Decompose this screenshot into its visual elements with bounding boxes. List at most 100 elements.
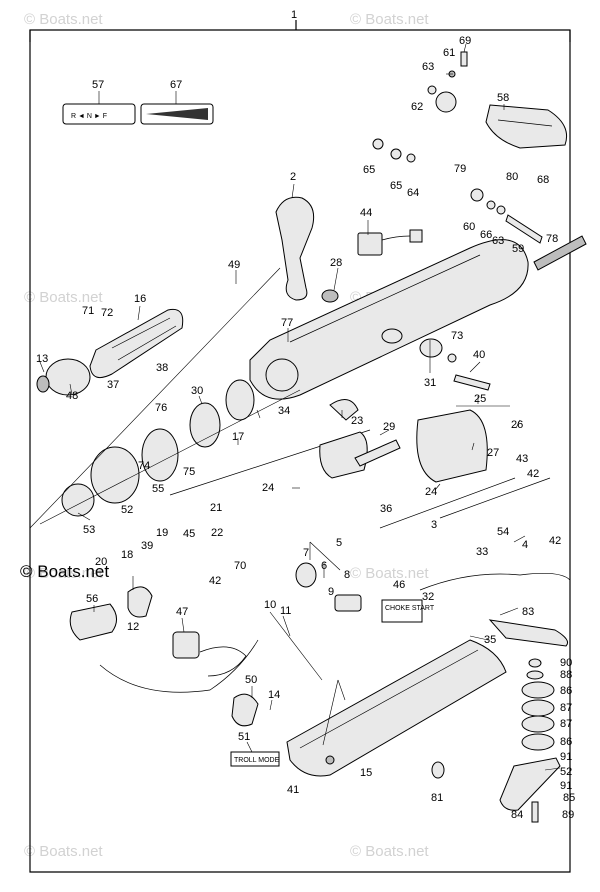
label-part-69: 69 [459,35,471,47]
upper-cover [485,104,568,149]
label-part-35: 35 [484,634,496,646]
label-part-24: 24 [262,482,274,494]
label-part-44: 44 [360,207,372,219]
label-part-89: 89 [562,809,574,821]
label-part-76: 76 [155,402,167,414]
label-part-65-right: 65 [390,180,402,192]
tiller-arm [249,239,529,400]
linkage-cluster [319,409,551,529]
label-part-11: 11 [280,605,291,617]
label-part-79: 79 [454,163,466,175]
bottom-cover [286,639,507,777]
label-part-83: 83 [522,606,534,618]
label-part-63-lower: 63 [492,235,504,247]
label-part-18: 18 [121,549,133,561]
watermark-mid-left: © Boats.net [24,289,103,306]
label-part-42-left: 42 [209,575,221,587]
label-part-54: 54 [497,526,509,538]
label-part-7: 7 [303,547,309,559]
label-part-4: 4 [522,539,528,551]
watermark-lower-right: © Boats.net [350,565,429,582]
label-part-50: 50 [245,674,257,686]
label-part-49: 49 [228,259,240,271]
label-part-56: 56 [86,593,98,605]
label-part-17: 17 [232,431,244,443]
label-part-65-left: 65 [363,164,375,176]
label-part-41: 41 [287,784,299,796]
label-part-32: 32 [422,591,434,603]
leader-lines [39,43,561,815]
tilt-hardware [372,51,587,391]
label-part-72: 72 [101,307,113,319]
label-part-85: 85 [563,792,575,804]
label-part-43: 43 [516,453,528,465]
label-part-42-right: 42 [549,535,561,547]
label-part-45: 45 [183,528,195,540]
label-part-36: 36 [380,503,392,515]
troll-decal-text: TROLL MODE [234,757,280,764]
switch-group: CHOKE START [295,562,571,647]
label-part-31: 31 [424,377,436,389]
label-part-26: 26 [511,419,523,431]
label-part-28: 28 [330,257,342,269]
label-part-64: 64 [407,187,419,199]
watermark-lower-left: © Boats.net [24,565,103,582]
label-part-39: 39 [141,540,153,552]
label-part-91-lower: 91 [560,780,572,792]
label-part-33: 33 [476,546,488,558]
friction-stack [431,658,561,823]
label-part-22: 22 [211,527,223,539]
label-part-16: 16 [134,293,146,305]
label-part-38: 38 [156,362,168,374]
label-part-25: 25 [474,393,486,405]
throttle-decal [140,103,214,125]
label-part-29: 29 [383,421,395,433]
boats-net-watermark: © Boats.net [20,562,109,581]
label-part-3: 3 [431,519,437,531]
label-part-21: 21 [210,502,222,514]
label-part-34: 34 [278,405,290,417]
label-part-91-top: 91 [560,751,572,763]
label-part-90: 90 [560,657,572,669]
label-part-48: 48 [66,390,78,402]
label-part-30: 30 [191,385,203,397]
watermark-bottom-left: © Boats.net [24,843,103,860]
start-decal-text: CHOKE START [385,605,435,612]
label-part-15: 15 [360,767,372,779]
label-part-24-right: 24 [425,486,437,498]
label-part-14: 14 [268,689,280,701]
label-part-19: 19 [156,527,168,539]
watermark-top-left: © Boats.net [24,11,103,28]
label-part-60: 60 [463,221,475,233]
label-part-62: 62 [411,101,423,113]
label-part-80: 80 [506,171,518,183]
label-part-59: 59 [512,243,524,255]
lower-left-parts [69,586,259,693]
connector [357,229,423,256]
shift-decal: R ◄ N ► F [62,103,136,125]
label-part-67: 67 [170,79,182,91]
label-part-51: 51 [238,731,250,743]
label-part-10: 10 [264,599,276,611]
label-part-9: 9 [328,586,334,598]
label-part-88: 88 [560,669,572,681]
label-part-6: 6 [321,560,327,572]
throttle-grip [36,308,184,396]
label-part-52-upper: 52 [121,504,133,516]
watermark-top-right: © Boats.net [350,11,429,28]
label-part-75: 75 [183,466,195,478]
label-part-12: 12 [127,621,139,633]
label-part-87-lower: 87 [560,718,572,730]
label-part-23: 23 [351,415,363,427]
label-part-71: 71 [82,305,94,317]
assembly-frame [29,20,571,873]
label-part-77: 77 [281,317,293,329]
label-part-55: 55 [152,483,164,495]
troll-switch: TROLL MODE [230,693,280,767]
label-part-73: 73 [451,330,463,342]
label-part-47: 47 [176,606,188,618]
label-part-57: 57 [92,79,104,91]
label-part-63-top: 63 [422,61,434,73]
label-part-78: 78 [546,233,558,245]
